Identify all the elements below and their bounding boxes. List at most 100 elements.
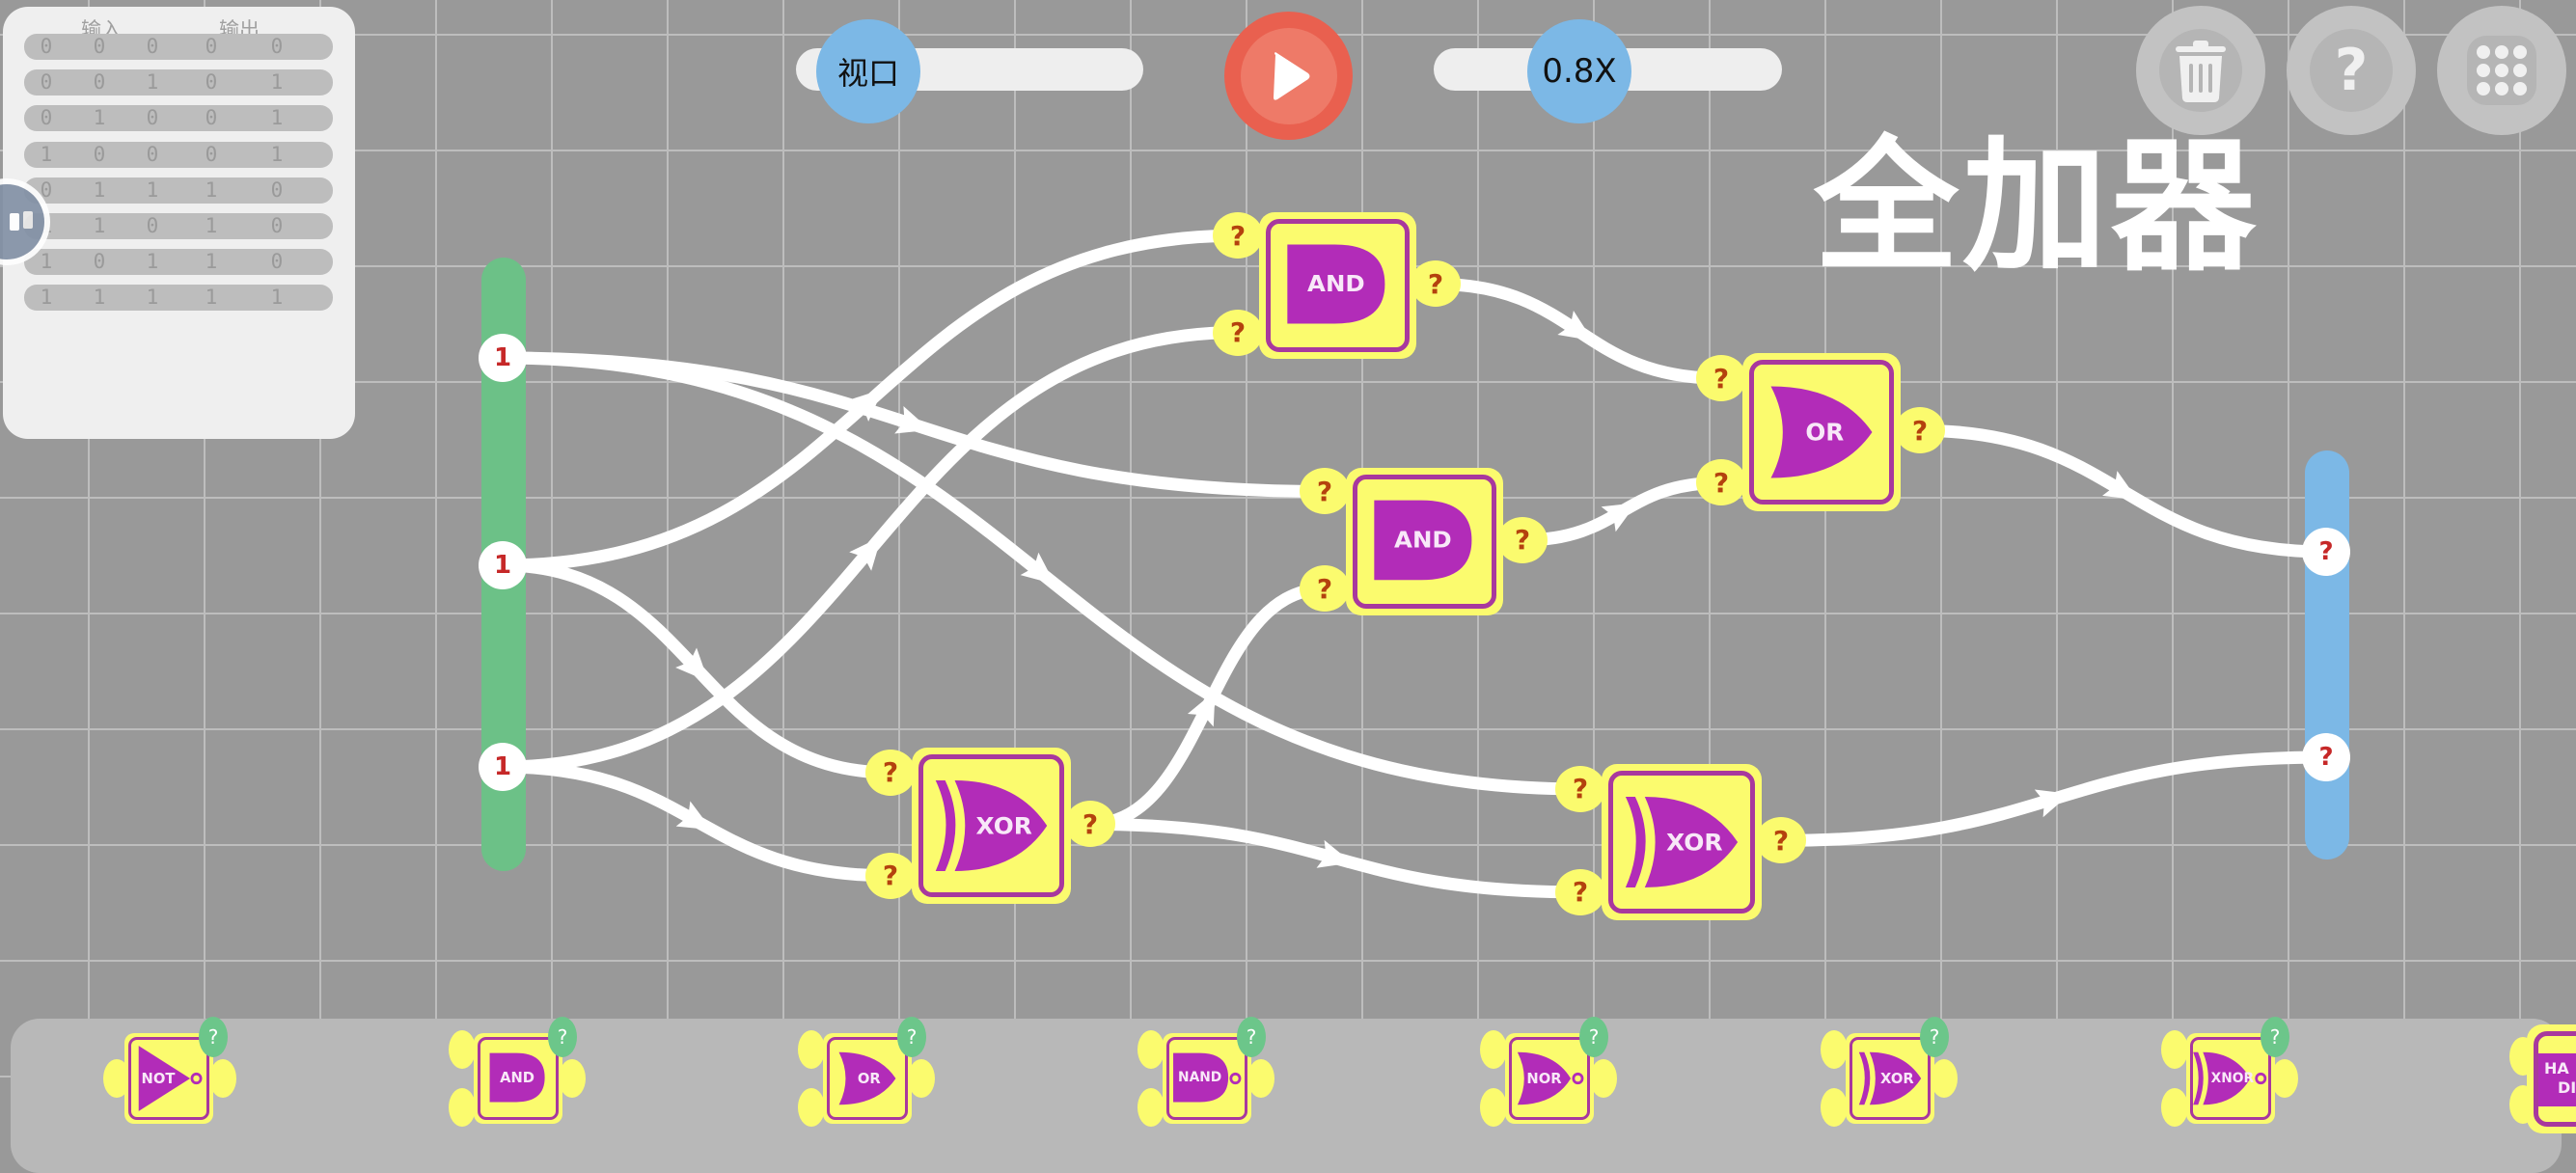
- xor-gate[interactable]: ??? XOR: [1555, 764, 1806, 920]
- help-button[interactable]: ?: [2287, 6, 2416, 135]
- and-gate[interactable]: ???AND: [1300, 468, 1548, 615]
- pin-state: ?: [1713, 362, 1730, 395]
- gate-output-pin[interactable]: ?: [1895, 407, 1945, 454]
- gate-output-pin[interactable]: ?: [1497, 516, 1548, 563]
- wire-arrow-icon: [1316, 839, 1353, 868]
- wire-arrow-icon: [1020, 552, 1055, 585]
- gate-output-pin[interactable]: ?: [1065, 801, 1115, 848]
- palette-item-xor[interactable]: XOR ?: [1821, 1017, 1958, 1127]
- truth-table-input-cell: 1: [146, 250, 159, 274]
- truth-table-output-cell: 0: [205, 70, 218, 95]
- truth-table-input-cell: 1: [93, 214, 106, 237]
- gate-input-pin[interactable]: ?: [1213, 212, 1263, 259]
- wire-arrow-icon: [675, 647, 709, 682]
- palette-item-not[interactable]: NOT ?: [103, 1017, 236, 1124]
- gate-label: NAND: [1178, 1070, 1221, 1085]
- view-slider-knob[interactable]: 视口: [816, 19, 920, 123]
- and-gate-symbol: AND: [489, 1052, 545, 1103]
- play-button[interactable]: [1224, 12, 1353, 140]
- gate-input-pin[interactable]: ?: [1300, 565, 1350, 613]
- gate-label: NOT: [142, 1070, 177, 1087]
- help-badge[interactable]: ?: [548, 1017, 577, 1057]
- or-gate-symbol: OR: [838, 1051, 896, 1105]
- output-pin-out2[interactable]: ?: [2302, 733, 2350, 781]
- palette-item-nand[interactable]: NAND ?: [1137, 1017, 1274, 1127]
- help-badge[interactable]: ?: [897, 1017, 926, 1057]
- input-pin-in3[interactable]: 1: [479, 743, 527, 791]
- palette-item-or[interactable]: OR ?: [798, 1017, 935, 1127]
- wire-arrow-icon: [2102, 471, 2138, 501]
- wire-arrow-icon: [894, 406, 931, 434]
- gate-label: XNOR: [2211, 1071, 2255, 1086]
- gate-label: OR: [1805, 419, 1844, 447]
- gate-input-pin[interactable]: ?: [1555, 868, 1605, 915]
- gate-input-pin[interactable]: ?: [1555, 765, 1605, 812]
- palette-label: DI: [2558, 1078, 2576, 1097]
- floating-assist-button[interactable]: [0, 178, 50, 265]
- palette-item-and[interactable]: AND ?: [449, 1017, 586, 1127]
- xor-gate-symbol: XOR: [935, 780, 1048, 871]
- truth-table-output-cell: 1: [205, 286, 218, 310]
- truth-table-panel: 输入 输出 0000000101010011000101110110101011…: [3, 7, 355, 439]
- palette-item-nor[interactable]: NOR ?: [1480, 1017, 1617, 1127]
- truth-table-input-cell: 0: [146, 214, 159, 237]
- input-pin-in2[interactable]: 1: [479, 541, 527, 589]
- help-badge-icon: ?: [1588, 1025, 1600, 1049]
- speed-label: 0.8X: [1542, 52, 1617, 91]
- gate-input-pin[interactable]: ?: [1300, 468, 1350, 515]
- truth-table-input-cell: 0: [93, 35, 106, 58]
- and-gate[interactable]: ??? AND: [1213, 212, 1461, 359]
- truth-table-input-cell: 1: [146, 70, 159, 95]
- wire-arrow-icon: [849, 389, 884, 423]
- truth-table-input-cell: 0: [40, 177, 53, 202]
- gate-label: NOR: [1526, 1070, 1562, 1087]
- help-badge[interactable]: ?: [1237, 1017, 1266, 1057]
- help-badge[interactable]: ?: [1920, 1017, 1949, 1057]
- truth-table-output-cell: 0: [270, 177, 284, 202]
- or-gate[interactable]: ??? OR: [1696, 353, 1945, 511]
- nand-gate-symbol: NAND: [1173, 1052, 1242, 1103]
- trash-icon: [2176, 41, 2226, 102]
- palette-item-half-adder[interactable]: HA DI: [2509, 1024, 2576, 1133]
- truth-table-input-cell: 1: [40, 142, 53, 166]
- palette-label: HA: [2544, 1059, 2569, 1078]
- wire-arrow-icon: [1601, 503, 1637, 532]
- truth-table-input-cell: 1: [93, 106, 106, 130]
- or-gate-symbol: OR: [1770, 386, 1873, 478]
- speed-slider-knob[interactable]: 0.8X: [1527, 19, 1631, 123]
- palette-item-xnor[interactable]: XNOR ?: [2161, 1017, 2298, 1127]
- delete-button[interactable]: [2136, 6, 2265, 135]
- truth-table-output-cell: 1: [205, 250, 218, 274]
- output-pin-out1[interactable]: ?: [2302, 528, 2350, 576]
- gate-input-pin[interactable]: ?: [865, 852, 916, 899]
- menu-button[interactable]: [2437, 6, 2566, 135]
- wire-arrow-icon: [2034, 789, 2070, 818]
- help-badge[interactable]: ?: [2261, 1017, 2289, 1057]
- gate-palette: [11, 1019, 2562, 1173]
- gate-label: XOR: [1666, 829, 1723, 857]
- help-badge-icon: ?: [207, 1025, 219, 1049]
- and-gate-symbol: AND: [1287, 244, 1385, 324]
- xor-gate[interactable]: ??? XOR: [865, 748, 1115, 904]
- gate-input-pin[interactable]: ?: [1696, 355, 1746, 402]
- gate-input-pin[interactable]: ?: [1696, 459, 1746, 506]
- pin-state: ?: [1911, 414, 1929, 447]
- help-badge[interactable]: ?: [1579, 1017, 1608, 1057]
- input-pin-in1[interactable]: 1: [479, 334, 527, 382]
- help-badge[interactable]: ?: [199, 1017, 228, 1057]
- pin-state: ?: [882, 859, 899, 892]
- gate-input-pin[interactable]: ?: [865, 749, 916, 796]
- output-value: ?: [2318, 743, 2334, 772]
- truth-table-input-cell: 1: [40, 286, 53, 310]
- pin-state: ?: [1713, 466, 1730, 499]
- truth-table-output-cell: 0: [270, 214, 284, 237]
- gate-output-pin[interactable]: ?: [1756, 817, 1806, 864]
- truth-table-input-cell: 0: [40, 70, 53, 95]
- pin-state: ?: [1572, 773, 1589, 805]
- gate-output-pin[interactable]: ?: [1411, 260, 1461, 308]
- gate-input-pin[interactable]: ?: [1213, 309, 1263, 356]
